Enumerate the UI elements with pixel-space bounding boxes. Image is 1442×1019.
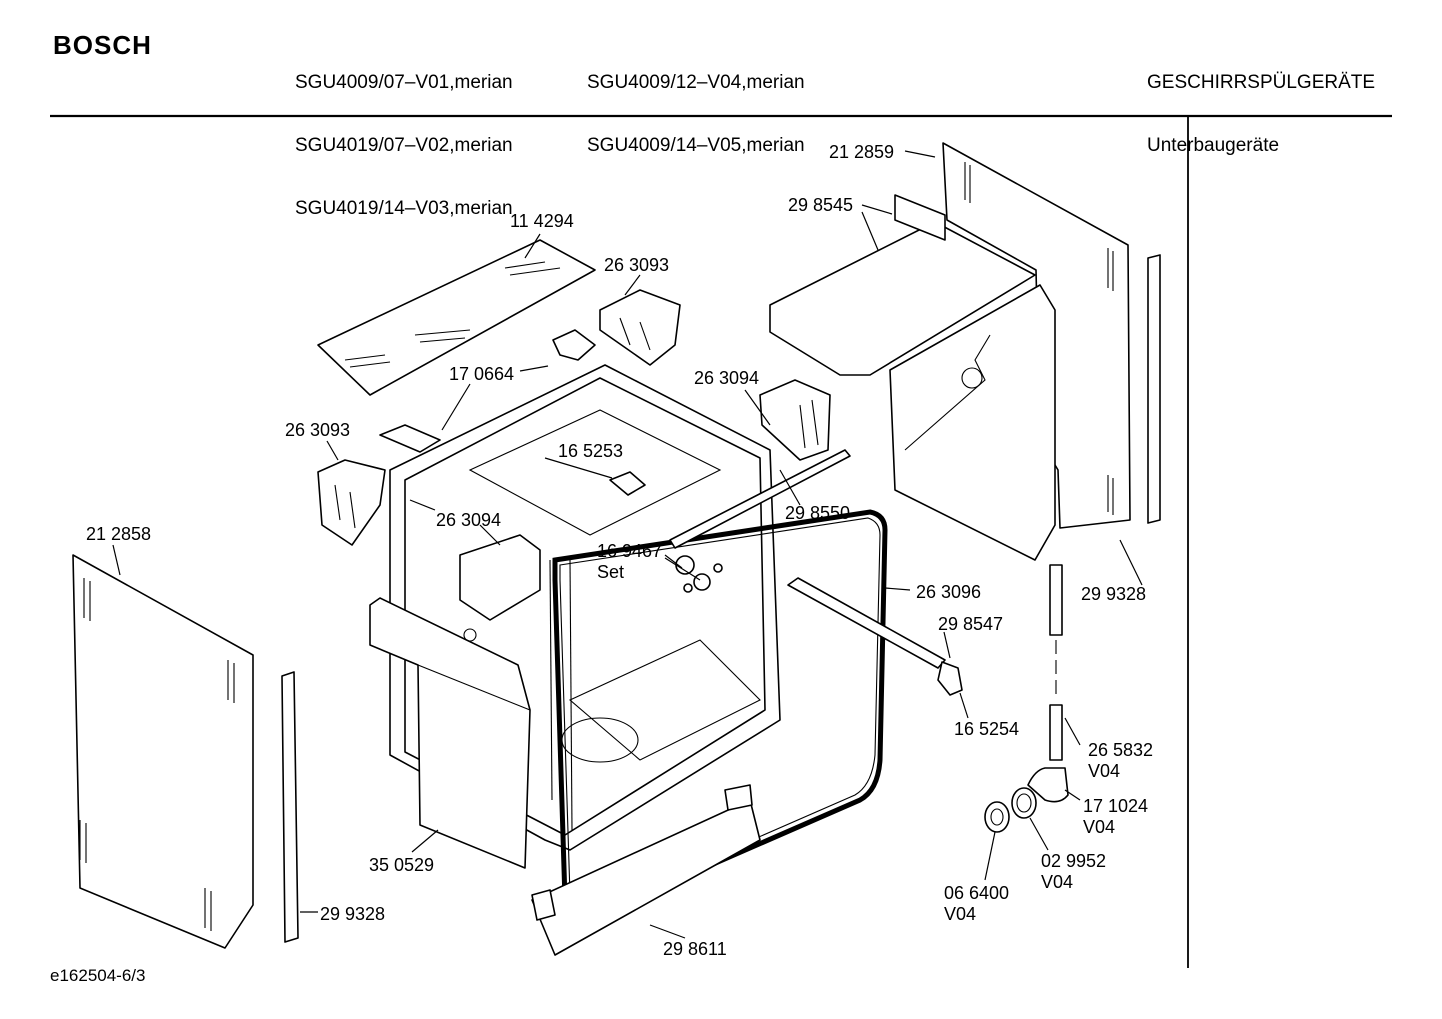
seal-strip-right xyxy=(1147,254,1161,524)
category-line: GESCHIRRSPÜLGERÄTE xyxy=(1147,72,1376,93)
part-label: 11 4294 xyxy=(510,211,574,231)
drawing-code: e162504-6/3 xyxy=(50,966,146,985)
part-label: 35 0529 xyxy=(369,855,435,875)
model-line: SGU4009/12–V04,merian xyxy=(587,72,805,93)
front-panel xyxy=(369,597,531,869)
fittings-set xyxy=(675,555,723,593)
seal-strip-left xyxy=(281,671,299,943)
bracket-left xyxy=(317,459,386,546)
model-line: SGU4009/14–V05,merian xyxy=(587,135,805,156)
part-label: 26 3094 xyxy=(436,510,502,530)
part-label: V04 xyxy=(1083,817,1116,837)
side-panel-left xyxy=(72,554,254,949)
part-label: 21 2858 xyxy=(86,524,152,544)
part-label: Set xyxy=(597,562,625,582)
category-line: Unterbaugeräte xyxy=(1147,135,1280,156)
support-bar xyxy=(787,577,963,696)
side-panel-right xyxy=(942,142,1131,529)
top-plate xyxy=(769,194,1056,561)
part-label: 29 9328 xyxy=(1081,584,1147,604)
clip-170664 xyxy=(552,329,596,361)
part-label: 29 8611 xyxy=(663,939,727,959)
part-label: 17 1024 xyxy=(1083,796,1149,816)
kick-plate xyxy=(531,784,761,956)
part-label: 06 6400 xyxy=(944,883,1010,903)
part-label: 29 8550 xyxy=(785,503,851,523)
bracket-right-box xyxy=(759,379,831,461)
part-label: 26 3093 xyxy=(285,420,351,440)
model-line: SGU4019/07–V02,merian xyxy=(295,135,513,156)
model-list-1: SGU4009/07–V01,merian SGU4019/07–V02,mer… xyxy=(295,30,513,240)
part-label: 29 8547 xyxy=(938,614,1004,634)
part-label: 21 2859 xyxy=(829,142,895,162)
part-label: V04 xyxy=(1041,872,1074,892)
model-line: SGU4019/14–V03,merian xyxy=(295,198,513,219)
part-label: 16 9467 xyxy=(597,541,663,561)
part-label: 26 3094 xyxy=(694,368,760,388)
bracket-upper xyxy=(599,289,681,366)
part-label: 26 3093 xyxy=(604,255,670,275)
nut-ring xyxy=(984,801,1010,833)
drain-hose xyxy=(1049,564,1063,761)
door-rail xyxy=(669,449,851,549)
leader-lines xyxy=(112,150,1143,939)
part-label: 16 5254 xyxy=(954,719,1020,739)
part-label: 17 0664 xyxy=(449,364,515,384)
clip-170664b xyxy=(379,424,441,453)
part-label: 26 3096 xyxy=(916,582,982,602)
brand-logo: BOSCH xyxy=(53,30,152,60)
elbow-fitting xyxy=(1027,767,1069,803)
part-label: V04 xyxy=(1088,761,1121,781)
model-list-2: SGU4009/12–V04,merian SGU4009/14–V05,mer… xyxy=(587,30,805,177)
model-line: SGU4009/07–V01,merian xyxy=(295,72,513,93)
seal-ring xyxy=(1011,787,1037,819)
category-title: GESCHIRRSPÜLGERÄTE Unterbaugeräte xyxy=(1147,30,1375,177)
part-label: V04 xyxy=(944,904,977,924)
insulation-mat xyxy=(317,239,596,396)
part-label: 02 9952 xyxy=(1041,851,1107,871)
part-label: 29 9328 xyxy=(320,904,386,924)
part-label: 29 8545 xyxy=(788,195,854,215)
hinge-165253 xyxy=(609,471,646,496)
part-label: 26 5832 xyxy=(1088,740,1154,760)
part-label: 16 5253 xyxy=(558,441,624,461)
